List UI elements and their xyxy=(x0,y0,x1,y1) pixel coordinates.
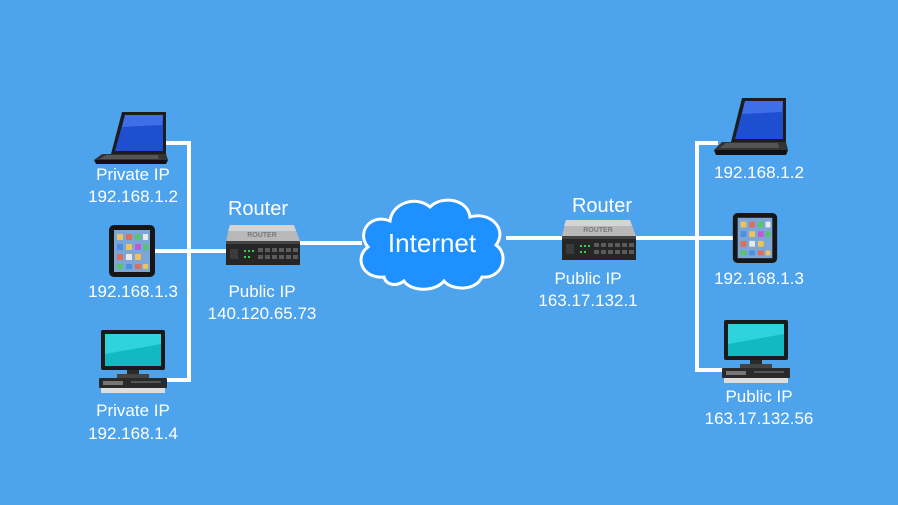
right-desktop-ip-type: Public IP xyxy=(725,387,793,406)
left-desktop-ip-type: Private IP xyxy=(96,401,170,420)
left-desktop-ip-address: 192.168.1.4 xyxy=(88,424,178,443)
router-icon: ROUTER xyxy=(562,220,636,260)
right-laptop-ip-address: 192.168.1.2 xyxy=(714,163,804,182)
router-icon: ROUTER xyxy=(226,225,300,265)
left-laptop-ip-type: Private IP xyxy=(96,165,170,184)
right-router-ip-address: 163.17.132.1 xyxy=(538,291,638,310)
internet-cloud-icon xyxy=(359,198,505,291)
left-laptop-ip-address: 192.168.1.2 xyxy=(88,187,178,206)
tablet-icon xyxy=(732,212,778,264)
left-router-ip-address: 140.120.65.73 xyxy=(207,304,317,323)
right-router-title: Router xyxy=(571,195,633,217)
laptop-icon xyxy=(714,98,788,155)
left-router-ip-type: Public IP xyxy=(228,282,296,301)
desktop-computer-icon xyxy=(99,330,167,393)
left-tablet-ip-address: 192.168.1.3 xyxy=(88,282,178,301)
tablet-icon xyxy=(109,225,155,277)
router-badge-text: ROUTER xyxy=(247,232,277,239)
right-tablet-ip-address: 192.168.1.3 xyxy=(714,269,804,288)
laptop-icon xyxy=(94,112,168,164)
router-badge-text: ROUTER xyxy=(583,227,613,234)
right-router-ip-type: Public IP xyxy=(554,269,622,288)
desktop-computer-icon xyxy=(722,320,790,383)
internet-label: Internet xyxy=(387,228,477,258)
right-desktop-ip-address: 163.17.132.56 xyxy=(704,409,814,428)
left-router-title: Router xyxy=(227,198,289,220)
